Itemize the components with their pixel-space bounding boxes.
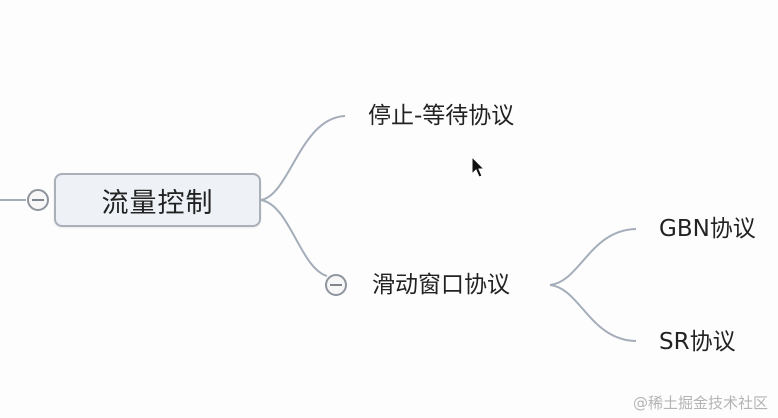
root-topic-label: 流量控制 [101, 187, 214, 219]
sliding-window-collapse-button[interactable] [325, 274, 347, 296]
topic-label: 停止-等待协议 [368, 103, 515, 129]
topic-gbn[interactable]: GBN协议 [659, 214, 756, 244]
topic-label: GBN协议 [659, 216, 756, 242]
watermark: @稀土掘金技术社区 [632, 394, 768, 412]
mouse-pointer-icon [471, 156, 486, 178]
topic-stop-and-wait[interactable]: 停止-等待协议 [368, 101, 514, 131]
root-topic[interactable]: 流量控制 [54, 173, 261, 227]
topic-label: SR协议 [659, 329, 736, 355]
topic-label: 滑动窗口协议 [372, 272, 510, 298]
root-collapse-button[interactable] [27, 189, 49, 211]
topic-sr[interactable]: SR协议 [659, 327, 736, 357]
topic-sliding-window[interactable]: 滑动窗口协议 [372, 270, 510, 300]
